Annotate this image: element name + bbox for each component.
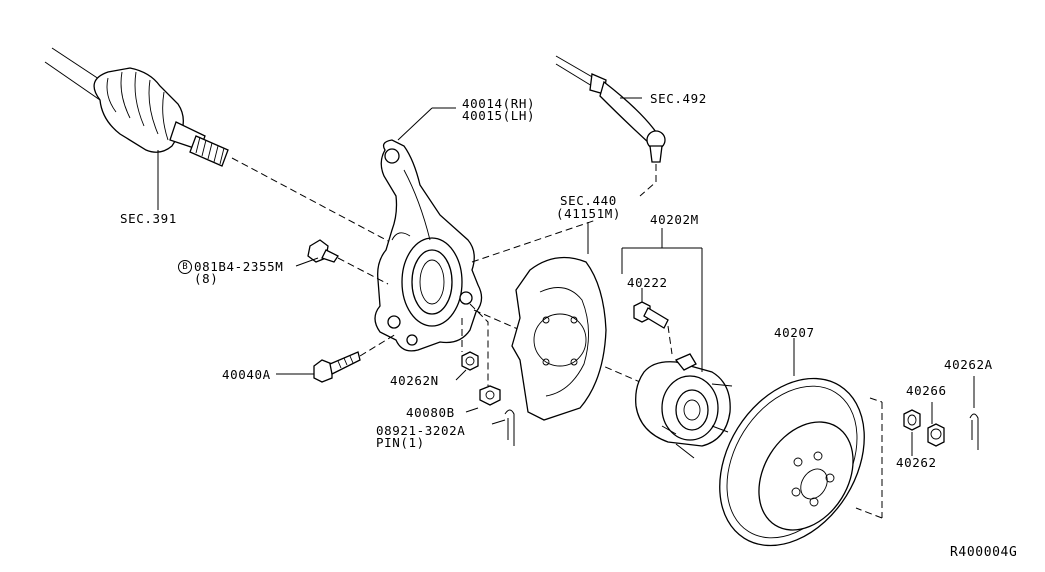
label-40262: 40262	[896, 455, 937, 470]
hub-assembly	[621, 228, 733, 459]
label-40266: 40266	[906, 383, 947, 398]
label-sec440-sub: (41151M)	[556, 206, 622, 221]
drive-shaft	[44, 47, 229, 210]
label-rotor: 40207	[774, 325, 815, 340]
nut-40080b	[465, 303, 501, 413]
label-sec440: SEC.440	[560, 193, 617, 208]
label-sec391: SEC.391	[120, 211, 177, 226]
cotter-pin-40262a	[969, 376, 979, 450]
tie-rod-end	[555, 55, 666, 197]
nut-40262n	[455, 318, 479, 381]
nut-cap-40266	[927, 402, 945, 447]
label-pin-code: 08921-3202A	[376, 423, 466, 438]
steering-knuckle	[374, 107, 483, 352]
brake-rotor	[719, 338, 865, 547]
bolt-circle-symbol: B	[178, 260, 192, 274]
bolt-circle-letter: B	[182, 262, 188, 272]
knuckle-lower-bolt	[276, 333, 397, 383]
knuckle-upper-bolt	[295, 239, 389, 285]
label-40080b: 40080B	[406, 405, 455, 420]
diagram-code: R400004G	[950, 545, 1018, 560]
label-40040a: 40040A	[222, 367, 271, 382]
label-bolt-qty: (8)	[194, 271, 219, 286]
label-hub-assembly: 40202M	[650, 212, 699, 227]
label-sec492: SEC.492	[650, 91, 707, 106]
label-hub-bolt: 40222	[627, 275, 668, 290]
label-40262n: 40262N	[390, 373, 439, 388]
label-pin: PIN(1)	[376, 435, 425, 450]
label-bolt-code: 081B4-2355M	[194, 259, 284, 274]
cotter-pin	[491, 409, 515, 446]
label-40262a: 40262A	[944, 357, 993, 372]
label-knuckle-lh: 40015(LH)	[462, 108, 536, 123]
hub-bolt-40222	[633, 288, 673, 355]
label-knuckle-rh: 40014(RH)	[462, 96, 536, 111]
backing-plate	[511, 222, 607, 421]
hub-nut-40262	[903, 409, 921, 456]
